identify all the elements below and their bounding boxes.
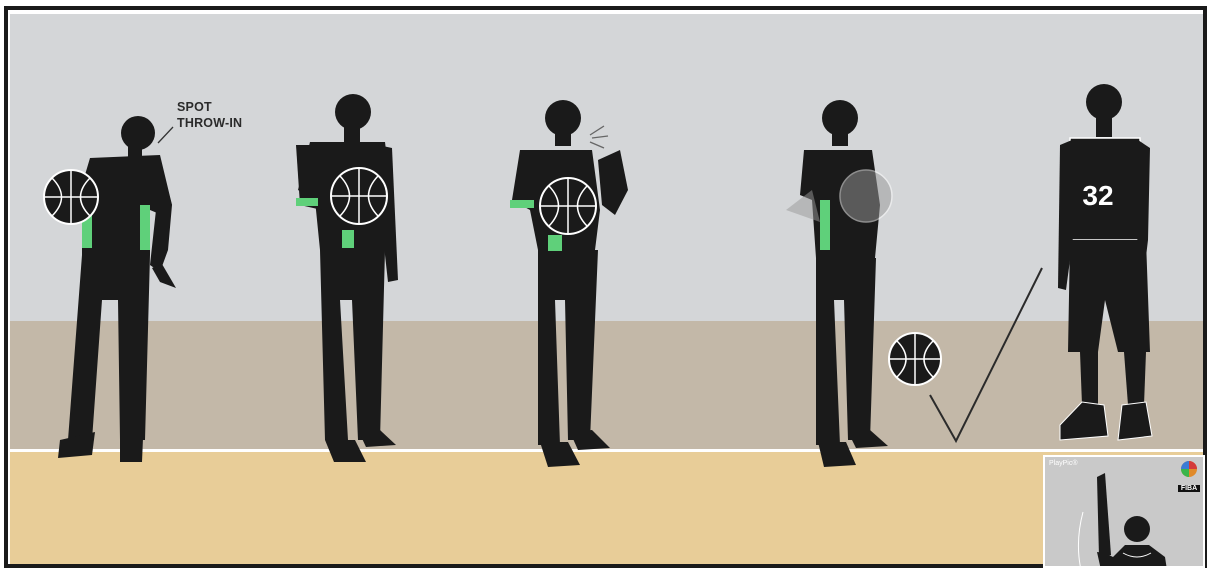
basketball-icon <box>331 168 387 224</box>
fiba-globe-icon <box>1180 460 1198 478</box>
wainscot <box>10 321 1203 449</box>
basketball-icon <box>44 170 98 224</box>
annotation-line-2: THROW-IN <box>177 115 242 131</box>
fiba-logo-text: FIBA <box>1178 485 1200 492</box>
stripe <box>140 205 150 250</box>
basketball-icon <box>889 333 941 385</box>
jersey-number: 32 <box>1082 180 1113 211</box>
thumbnail-title: PlayPic® <box>1049 460 1078 467</box>
annotation-line-1: SPOT <box>177 99 242 115</box>
fiba-logo: FIBA <box>1178 460 1200 492</box>
basketball-icon <box>540 178 596 234</box>
floor <box>10 452 1203 568</box>
annotation-label: SPOT THROW-IN <box>177 99 242 131</box>
thumbnail-panel: PlayPic® FIBA <box>1043 455 1205 568</box>
